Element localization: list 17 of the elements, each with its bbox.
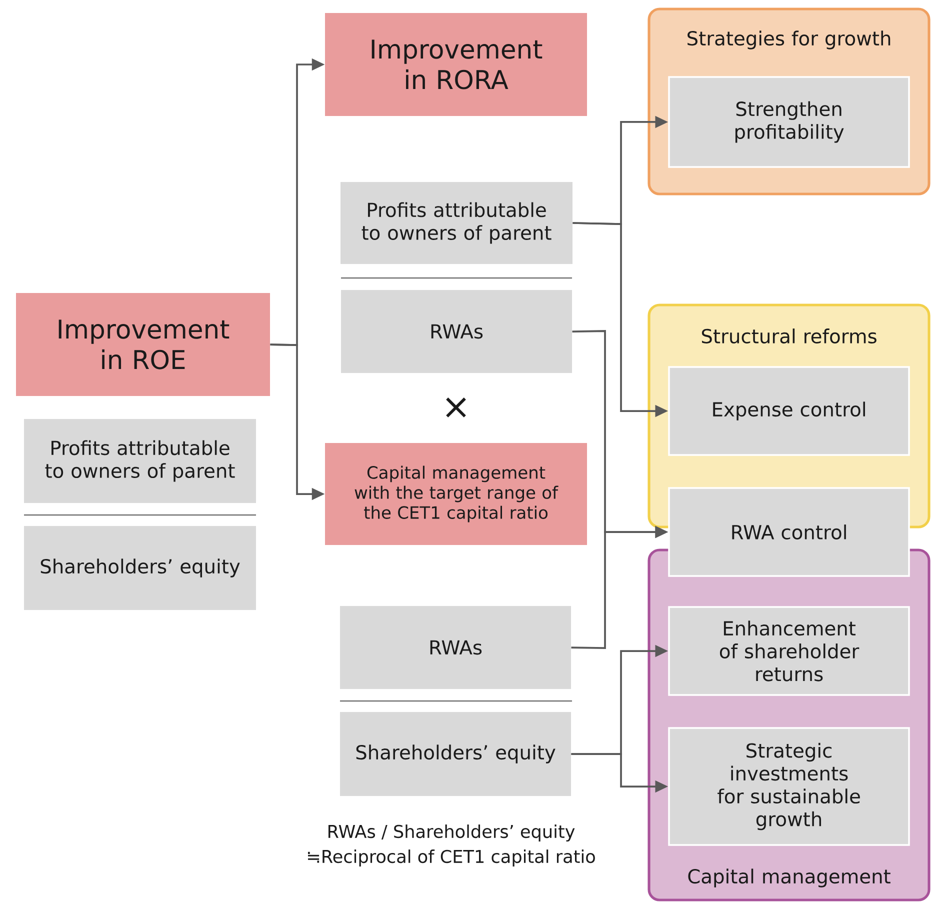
- metric-box: RWAs: [340, 606, 572, 689]
- metric-box: Profits attributable to owners of parent: [24, 419, 256, 503]
- goal-box: Capital management with the target range of the CET1 capital ratio: [325, 443, 588, 545]
- metric-box: Shareholders’ equity: [24, 526, 256, 610]
- measure-box: RWA control: [668, 487, 910, 577]
- measure-box: Enhancement of shareholder returns: [668, 606, 910, 696]
- multiplication-sign: ×: [446, 398, 466, 418]
- formula-note: ≒Reciprocal of CET1 capital ratio: [308, 850, 595, 867]
- measure-box: Expense control: [668, 366, 910, 456]
- measure-box: Strategic investments for sustainable growth: [668, 727, 910, 846]
- goal-box: Improvement in ROE: [16, 293, 270, 396]
- metric-box: RWAs: [341, 290, 572, 373]
- metric-box: Profits attributable to owners of parent: [340, 182, 573, 264]
- formula-note: RWAs / Shareholders’ equity: [328, 824, 575, 842]
- goal-box: Improvement in RORA: [325, 13, 588, 116]
- measure-box: Strengthen profitability: [668, 76, 910, 168]
- metric-box: Shareholders’ equity: [340, 712, 572, 796]
